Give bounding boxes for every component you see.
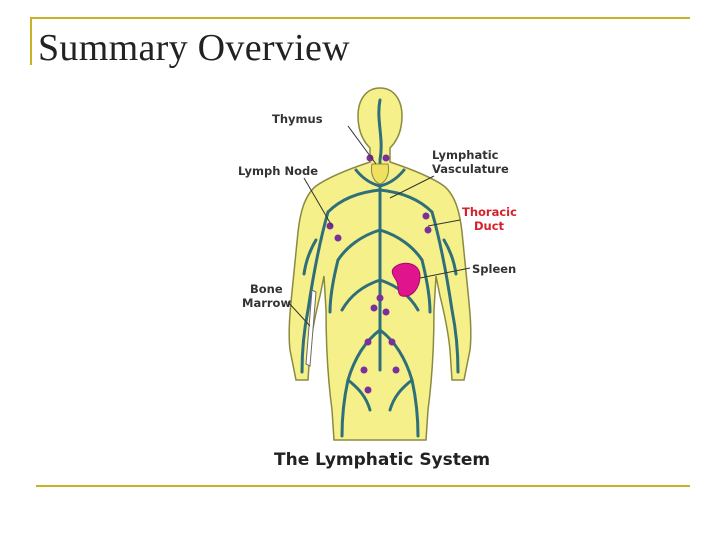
thymus-gland [371, 163, 389, 185]
bone-marrow [305, 289, 317, 367]
spleen-organ [391, 262, 421, 297]
left-rule [30, 17, 32, 65]
top-rule [30, 17, 690, 19]
label-bone-marrow-line-2: Marrow [242, 296, 292, 310]
label-spleen: Spleen [472, 262, 517, 276]
label-lymphatic-vasculature-line-1: Lymphatic [432, 148, 499, 162]
label-bone-marrow-line-1: Bone [250, 282, 283, 296]
bottom-rule [36, 485, 690, 487]
slide-title: Summary Overview [38, 27, 350, 69]
lymphatic-system-illustration [287, 87, 472, 441]
lymph-nodes [326, 154, 432, 394]
figure-caption: The Lymphatic System [274, 450, 491, 470]
label-lymph-node: Lymph Node [238, 164, 319, 178]
label-pointers [287, 125, 471, 327]
label-thoracic-duct-line-1: Thoracic [462, 205, 517, 219]
label-lymphatic-vasculature-line-2: Vasculature [432, 162, 509, 176]
label-thymus: Thymus [272, 112, 323, 126]
label-thoracic-duct-line-2: Duct [474, 219, 505, 233]
